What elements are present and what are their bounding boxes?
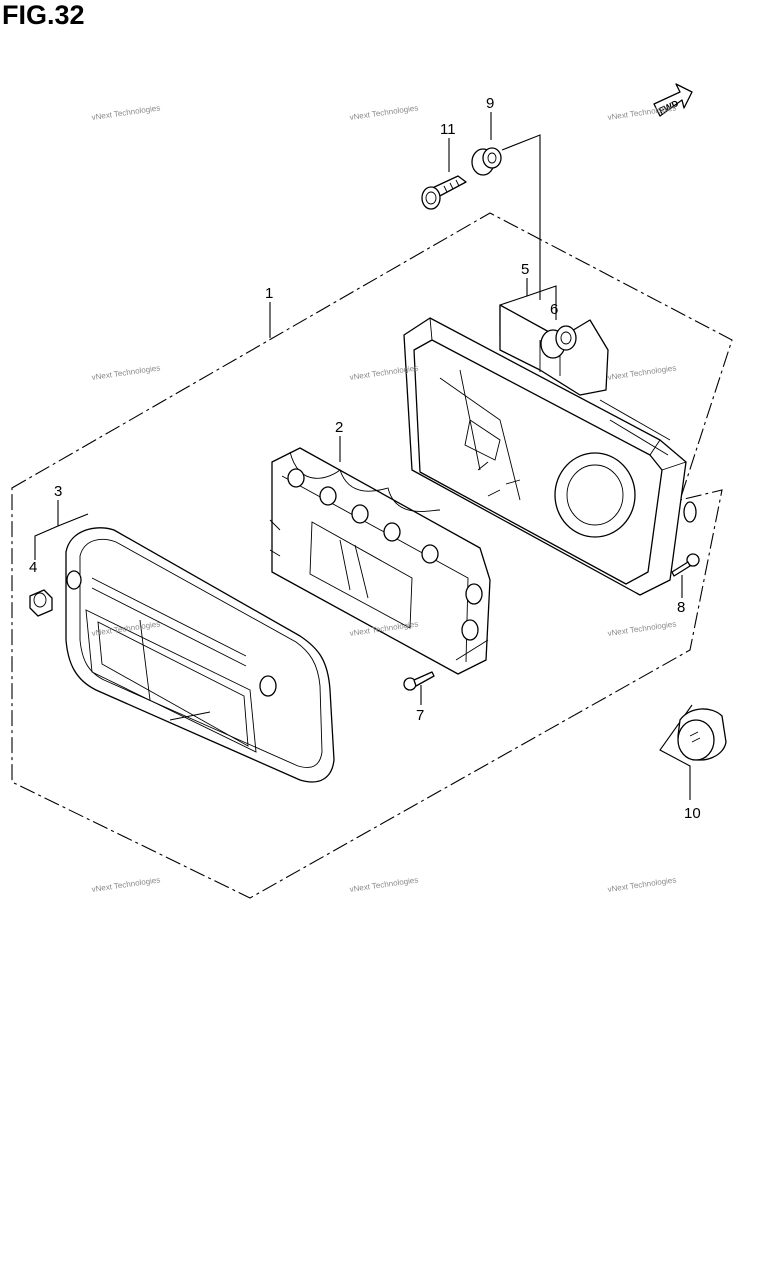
watermark: vNext Technologies (607, 619, 677, 638)
watermark: vNext Technologies (607, 875, 677, 894)
leader-lines (34, 112, 693, 800)
watermark: vNext Technologies (349, 103, 419, 122)
callout-2: 2 (335, 419, 343, 436)
callout-11: 11 (440, 121, 456, 138)
callout-9: 9 (486, 95, 494, 112)
part-11-bolt (421, 175, 467, 210)
part-9-collar (471, 147, 502, 176)
part-8-screw (671, 553, 700, 577)
callout-labels: 1 2 3 4 5 6 7 8 9 10 11 (29, 95, 701, 822)
part-3-headlight-rim (65, 527, 335, 783)
watermark: vNext Technologies (607, 103, 677, 122)
part-2-headlight-unit (269, 447, 491, 675)
watermark: vNext Technologies (91, 875, 161, 894)
watermark: vNext Technologies (91, 363, 161, 382)
part-4-nut (29, 589, 53, 617)
callout-1: 1 (265, 285, 273, 302)
watermark: vNext Technologies (607, 363, 677, 382)
watermark: vNext Technologies (349, 875, 419, 894)
part-7-screw (403, 671, 435, 691)
part-10-bulb-cap (677, 708, 727, 761)
watermark: vNext Technologies (91, 103, 161, 122)
figure-title: FIG.32 (2, 0, 85, 30)
part-6-grommet (540, 325, 577, 359)
callout-8: 8 (677, 599, 685, 616)
callout-6: 6 (550, 301, 558, 318)
assembly-outline (11, 212, 733, 899)
callout-10: 10 (684, 805, 701, 822)
callout-3: 3 (54, 483, 62, 500)
part-5-headlight-housing (403, 304, 697, 596)
callout-7: 7 (416, 707, 424, 724)
callout-5: 5 (521, 261, 529, 278)
callout-4: 4 (29, 559, 37, 576)
